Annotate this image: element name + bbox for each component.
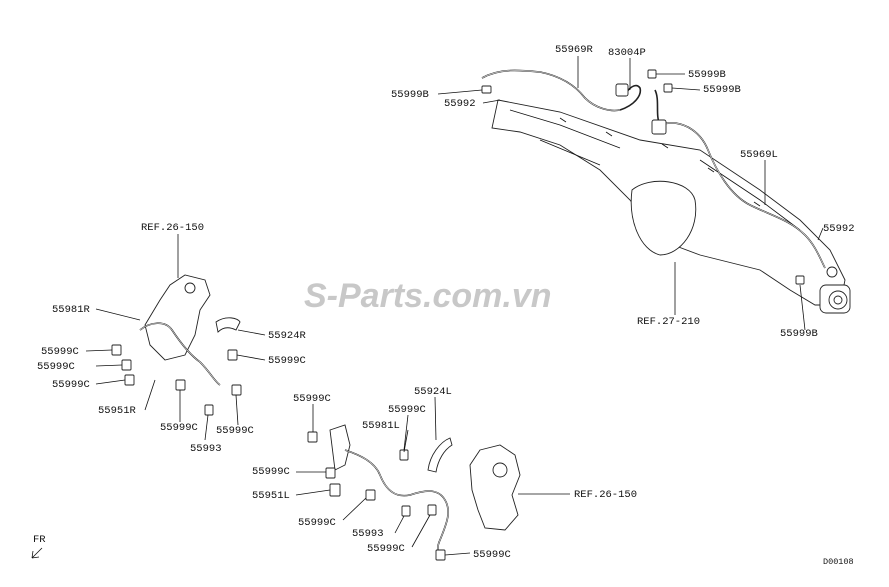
rear-harness-55969L <box>659 122 838 278</box>
callout-55999B-top: 55999B <box>688 69 726 81</box>
callout-55981R: 55981R <box>52 304 91 316</box>
callout-55999B-bottom: 55999B <box>780 328 818 340</box>
front-left-knuckle <box>307 424 521 561</box>
callout-55951L: 55951L <box>252 490 290 502</box>
callout-ref-27-210: REF.27-210 <box>637 316 700 328</box>
callout-55999C-l2: 55999C <box>388 404 426 416</box>
callout-55969R: 55969R <box>555 44 594 56</box>
callout-55981L: 55981L <box>362 420 400 432</box>
callout-55999C-r5: 55999C <box>160 422 198 434</box>
callout-55992-right: 55992 <box>823 223 855 235</box>
callout-55999C-r6: 55999C <box>216 425 254 437</box>
callout-55992-left: 55992 <box>444 98 476 110</box>
callout-55951R: 55951R <box>98 405 137 417</box>
callout-55999C-r3: 55999C <box>37 361 75 373</box>
callout-ref-26-150-left: REF.26-150 <box>574 489 637 501</box>
rear-bolts <box>481 69 805 285</box>
callout-55993-left: 55993 <box>352 528 384 540</box>
callout-55999C-l5: 55999C <box>367 543 405 555</box>
fr-arrow-icon: FR <box>31 534 46 559</box>
callout-55999C-l3: 55999C <box>252 466 290 478</box>
diagram-code: D00108 <box>823 557 854 567</box>
callout-55999C-r4: 55999C <box>52 379 90 391</box>
front-right-knuckle <box>111 274 242 416</box>
fr-label: FR <box>33 534 46 546</box>
callout-55924L: 55924L <box>414 386 452 398</box>
callout-55999C-l1: 55999C <box>293 393 331 405</box>
callout-55999C-r2: 55999C <box>268 355 306 367</box>
callout-55999C-l6: 55999C <box>473 549 511 561</box>
rear-harness-55969R <box>481 69 661 126</box>
callout-55999B-left: 55999B <box>391 89 429 101</box>
callout-55993-right: 55993 <box>190 443 222 455</box>
callout-55969L: 55969L <box>740 149 778 161</box>
leader-lines <box>85 56 824 556</box>
rear-axle-housing <box>491 99 851 314</box>
callout-55999C-r1: 55999C <box>41 346 79 358</box>
callout-ref-26-150-right: REF.26-150 <box>141 222 204 234</box>
callout-55999C-l4: 55999C <box>298 517 336 529</box>
callout-55999B-mid: 55999B <box>703 84 741 96</box>
watermark-text: S-Parts.com.vn <box>304 277 552 315</box>
callout-55924R: 55924R <box>268 330 307 342</box>
callout-83004P: 83004P <box>608 47 646 59</box>
